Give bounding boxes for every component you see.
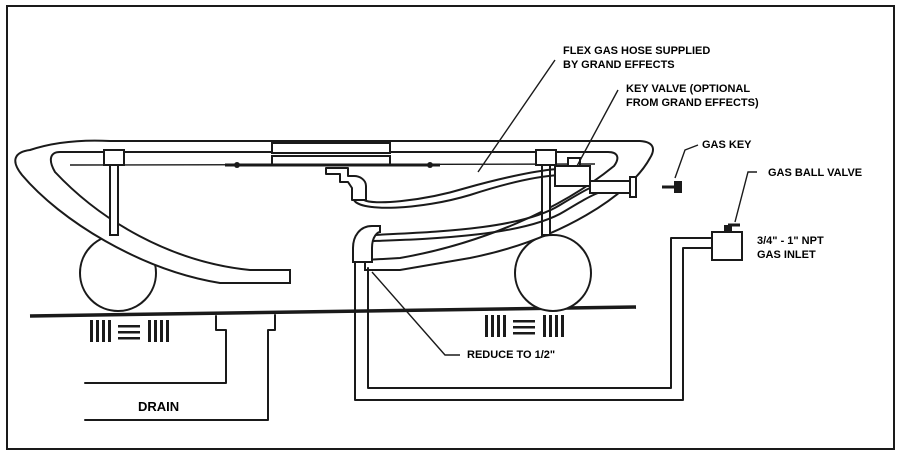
gas-key-icon [662, 181, 682, 193]
leader-lines [371, 59, 757, 356]
gas-inlet-label: 3/4" - 1" NPT GAS INLET [757, 235, 824, 261]
drain-pipe [84, 314, 276, 421]
flex-gas-hose [353, 168, 561, 209]
diagram-frame [6, 5, 895, 450]
ball-valve-icon [711, 223, 743, 261]
key-valve-icon [554, 157, 637, 198]
burner-elbow-fitting [325, 167, 367, 201]
key-valve-label: KEY VALVE (OPTIONAL FROM GRAND EFFECTS) [626, 83, 759, 109]
flex-hose-label: FLEX GAS HOSE SUPPLIED BY GRAND EFFECTS [563, 45, 711, 71]
ground-line [29, 305, 637, 318]
gas-key-label: GAS KEY [702, 139, 752, 151]
gas-ball-valve-label: GAS BALL VALVE [768, 167, 863, 179]
drain-label: DRAIN [138, 399, 180, 414]
right-support-roller [514, 234, 592, 312]
supply-hose-lower [373, 187, 599, 242]
right-support-post [535, 149, 557, 236]
fire-bowl [14, 139, 654, 284]
right-floor-grate [485, 315, 564, 337]
left-support-post [103, 149, 125, 236]
left-floor-grate [90, 320, 169, 342]
burner-pan [225, 142, 440, 168]
gas-riser-pipe [352, 225, 713, 401]
reduce-label: REDUCE TO 1/2" [467, 349, 556, 361]
